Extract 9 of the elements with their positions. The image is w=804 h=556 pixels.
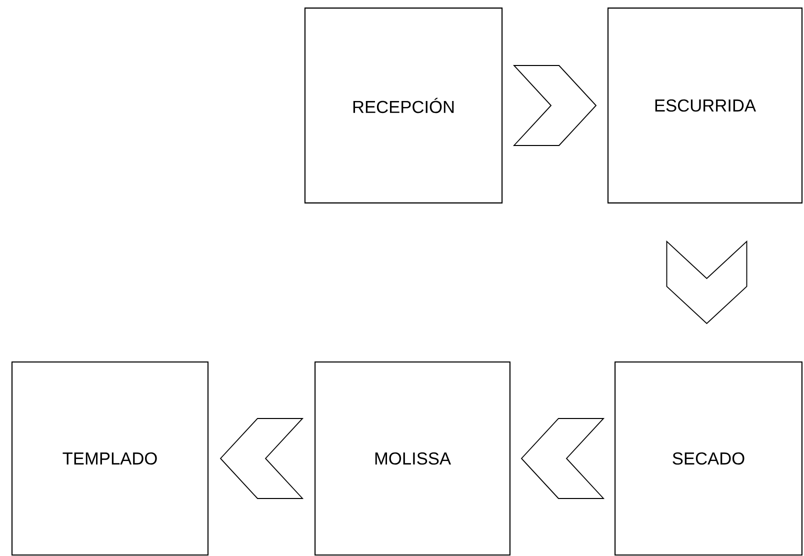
chevron-arrow xyxy=(520,418,605,499)
chevron-arrow xyxy=(666,240,748,324)
process-box: SECADO xyxy=(614,361,802,556)
process-box: ESCURRIDA xyxy=(607,8,803,204)
process-box: TEMPLADO xyxy=(11,361,209,556)
process-box: RECEPCIÓN xyxy=(304,8,503,204)
chevron-arrow xyxy=(512,65,597,146)
process-box: MOLISSA xyxy=(314,361,510,556)
chevron-arrow xyxy=(220,418,304,499)
